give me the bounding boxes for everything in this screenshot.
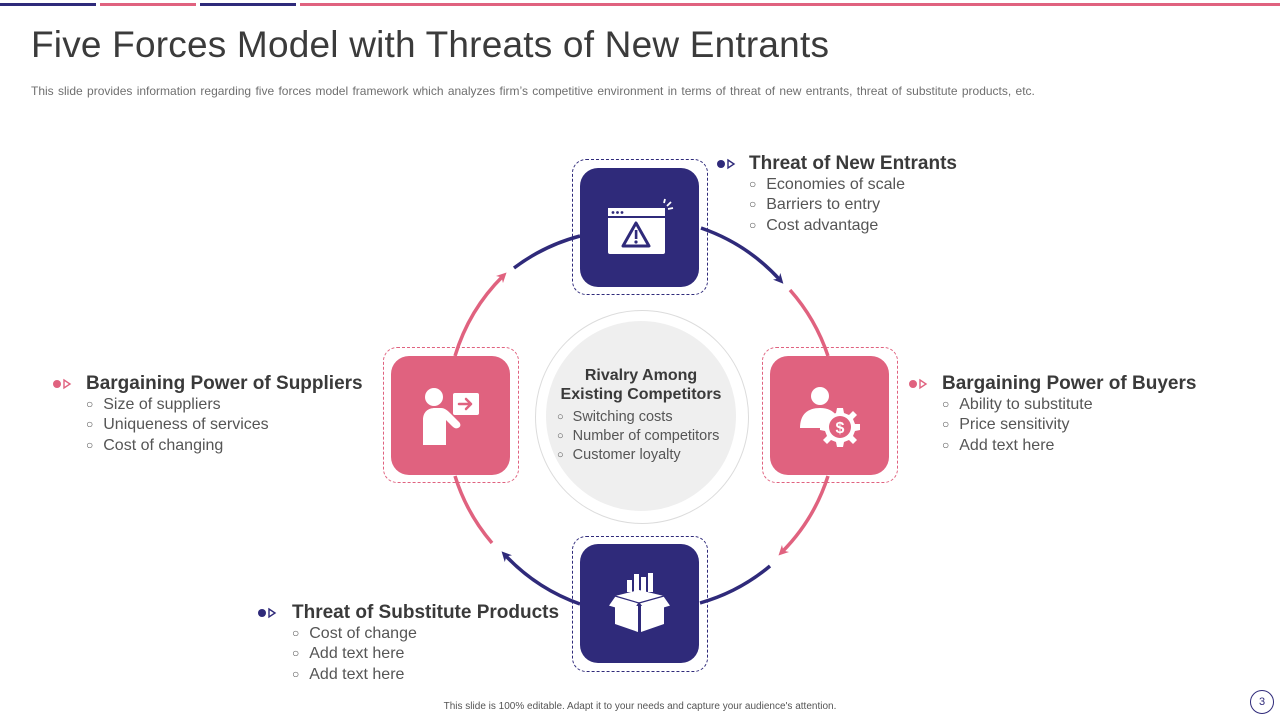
bottom-box-outline <box>572 536 708 672</box>
pink-bullet-icon <box>909 378 928 390</box>
ring-segment-right-top <box>788 288 830 357</box>
navy-bullet-icon <box>717 158 736 170</box>
list-item: Uniqueness of services <box>86 415 363 435</box>
new-entrants-block: Threat of New Entrants Economies of scal… <box>749 153 957 236</box>
substitutes-title: Threat of Substitute Products <box>292 602 560 623</box>
top-bar-pink-2 <box>300 3 1280 6</box>
list-item: Size of suppliers <box>86 395 363 415</box>
left-box-outline <box>383 347 519 483</box>
substitutes-block: Threat of Substitute Products Cost of ch… <box>292 602 559 685</box>
center-title-line-1: Rivalry Among <box>584 367 698 384</box>
list-item: Cost of changing <box>86 436 363 456</box>
ring-segment-left-bottom <box>453 475 494 545</box>
buyers-list: Ability to substitute Price sensitivity … <box>942 395 1196 456</box>
suppliers-block: Bargaining Power of Suppliers Size of su… <box>86 373 363 456</box>
suppliers-list: Size of suppliers Uniqueness of services… <box>86 395 363 456</box>
ring-segment-bottom-right <box>699 564 772 605</box>
browser-warning-icon <box>608 198 674 254</box>
new-entrants-list: Economies of scale Barriers to entry Cos… <box>749 175 957 236</box>
top-bar-navy-2 <box>200 3 296 6</box>
list-item: Add text here <box>292 665 559 685</box>
buyers-icon-box: $ <box>770 356 889 475</box>
top-bar-pink-1 <box>100 3 196 6</box>
arrow-right-bottom <box>778 475 830 556</box>
page-subtitle: This slide provides information regardin… <box>31 84 1035 98</box>
svg-text:$: $ <box>836 420 845 437</box>
page-number: 3 <box>1250 690 1274 714</box>
list-item: Add text here <box>292 644 559 664</box>
footer-note: This slide is 100% editable. Adapt it to… <box>443 701 837 712</box>
substitutes-icon-box <box>580 544 699 663</box>
center-list: Switching costs Number of competitors Cu… <box>557 408 720 465</box>
pink-bullet-icon <box>53 378 72 390</box>
substitutes-list: Cost of change Add text here Add text he… <box>292 624 559 685</box>
buyers-title: Bargaining Power of Buyers <box>942 373 1197 394</box>
page-title: Five Forces Model with Threats of New En… <box>31 24 830 65</box>
center-list-item: Customer loyalty <box>557 446 719 465</box>
arrow-bottom-left <box>501 551 581 606</box>
arrow-top-right <box>700 226 784 284</box>
center-title: Rivalry Among Existing Competitors <box>546 366 736 404</box>
open-box-chart-icon <box>607 573 672 632</box>
list-item: Add text here <box>942 436 1196 456</box>
arrow-left-top <box>453 272 507 357</box>
buyers-block: Bargaining Power of Buyers Ability to su… <box>942 373 1196 456</box>
list-item: Economies of scale <box>749 175 957 195</box>
new-entrants-title: Threat of New Entrants <box>749 153 957 174</box>
center-title-line-2: Existing Competitors <box>560 386 722 403</box>
suppliers-icon-box <box>391 356 510 475</box>
navy-bullet-icon <box>258 607 277 619</box>
list-item: Cost of change <box>292 624 559 644</box>
list-item: Cost advantage <box>749 216 957 236</box>
person-dollar-gear-icon: $ <box>800 387 860 447</box>
center-list-item: Number of competitors <box>557 427 720 446</box>
new-entrants-icon-box <box>580 168 699 287</box>
right-box-outline <box>762 347 898 483</box>
person-presenting-arrow-icon <box>423 388 479 445</box>
top-box-outline <box>572 159 708 295</box>
list-item: Price sensitivity <box>942 415 1196 435</box>
top-bar-navy-1 <box>0 3 96 6</box>
ring-segment-top-left <box>512 234 581 270</box>
list-item: Ability to substitute <box>942 395 1196 415</box>
suppliers-title: Bargaining Power of Suppliers <box>86 373 363 394</box>
center-list-item: Switching costs <box>557 408 719 427</box>
list-item: Barriers to entry <box>749 195 957 215</box>
